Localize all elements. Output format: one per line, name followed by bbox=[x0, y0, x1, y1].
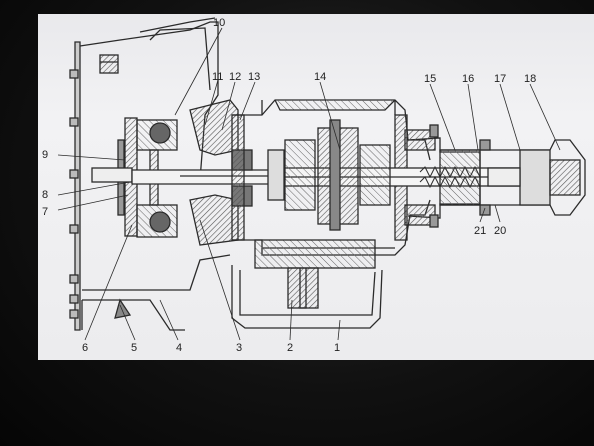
callout-1: 1 bbox=[334, 342, 341, 354]
callout-11: 11 bbox=[212, 71, 224, 83]
callout-8: 8 bbox=[42, 189, 49, 201]
callout-4: 4 bbox=[176, 342, 183, 354]
callout-10: 10 bbox=[213, 17, 226, 29]
callout-2: 2 bbox=[287, 342, 294, 354]
callout-21: 21 bbox=[474, 225, 487, 237]
callout-6: 6 bbox=[82, 342, 89, 354]
output-flange bbox=[487, 149, 581, 206]
leader-lines bbox=[57, 27, 561, 341]
worm-spring bbox=[419, 165, 481, 189]
oil-pan bbox=[231, 265, 383, 329]
gears bbox=[267, 119, 391, 231]
rear-bolts bbox=[429, 124, 491, 228]
flange-bolts bbox=[69, 69, 79, 319]
callout-16: 16 bbox=[462, 73, 475, 85]
callout-5: 5 bbox=[131, 342, 138, 354]
bell-housing bbox=[74, 17, 231, 331]
callout-18: 18 bbox=[524, 73, 537, 85]
callout-17: 17 bbox=[494, 73, 507, 85]
callout-7: 7 bbox=[42, 206, 49, 218]
callout-9: 9 bbox=[42, 149, 49, 161]
callout-13: 13 bbox=[248, 71, 261, 83]
callout-3: 3 bbox=[236, 342, 243, 354]
countershaft-gears bbox=[254, 239, 376, 309]
callout-20: 20 bbox=[494, 225, 507, 237]
rear-extension bbox=[404, 129, 586, 226]
callout-12: 12 bbox=[229, 71, 242, 83]
callout-14: 14 bbox=[314, 71, 327, 83]
callout-15: 15 bbox=[424, 73, 437, 85]
